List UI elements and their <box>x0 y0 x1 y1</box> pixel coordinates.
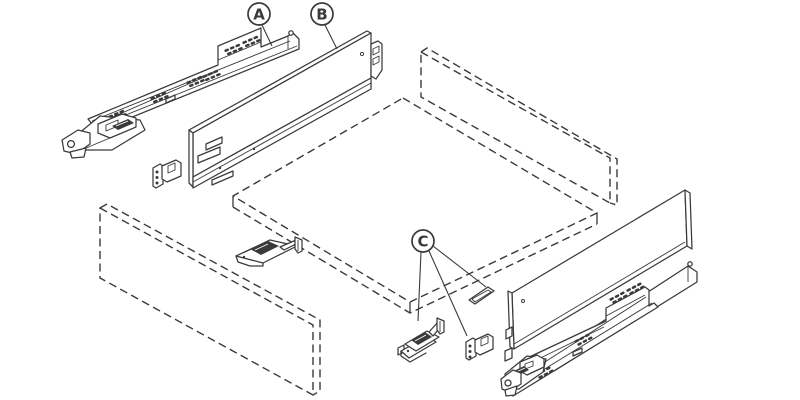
runner-right-rear-hook <box>687 261 693 267</box>
runner-left-front-lock <box>61 113 146 159</box>
drawer-side-panel-left <box>188 30 383 189</box>
bottom-panel-phantom <box>232 97 598 314</box>
back-panel-phantom <box>420 47 618 206</box>
callout-a-letter: A <box>253 6 265 24</box>
locking-device-right <box>397 317 445 363</box>
drawer-side-panel-right <box>504 189 693 362</box>
cover-cap <box>468 286 495 305</box>
callout-a: A <box>247 2 271 26</box>
callout-c-letter: C <box>417 233 428 251</box>
front-panel-phantom <box>99 203 321 396</box>
runner-left-rear-hook <box>288 30 294 36</box>
panel-left-rear-bracket <box>370 40 383 80</box>
locking-device-left <box>235 236 303 267</box>
runner-right-front-lock <box>500 354 547 397</box>
front-fixing-bracket-right <box>465 333 494 361</box>
panel-left-slot-lower <box>197 146 221 164</box>
callout-leader-lines <box>261 24 487 337</box>
callout-b: B <box>310 2 334 26</box>
cabinet-runner-left <box>61 27 300 159</box>
panel-left-slot-upper <box>205 136 223 151</box>
callout-c: C <box>411 229 435 253</box>
front-fixing-bracket-left <box>152 159 182 189</box>
panel-left-cover-strip <box>211 170 234 186</box>
callout-b-letter: B <box>316 6 327 24</box>
cabinet-runner-right <box>500 261 698 397</box>
